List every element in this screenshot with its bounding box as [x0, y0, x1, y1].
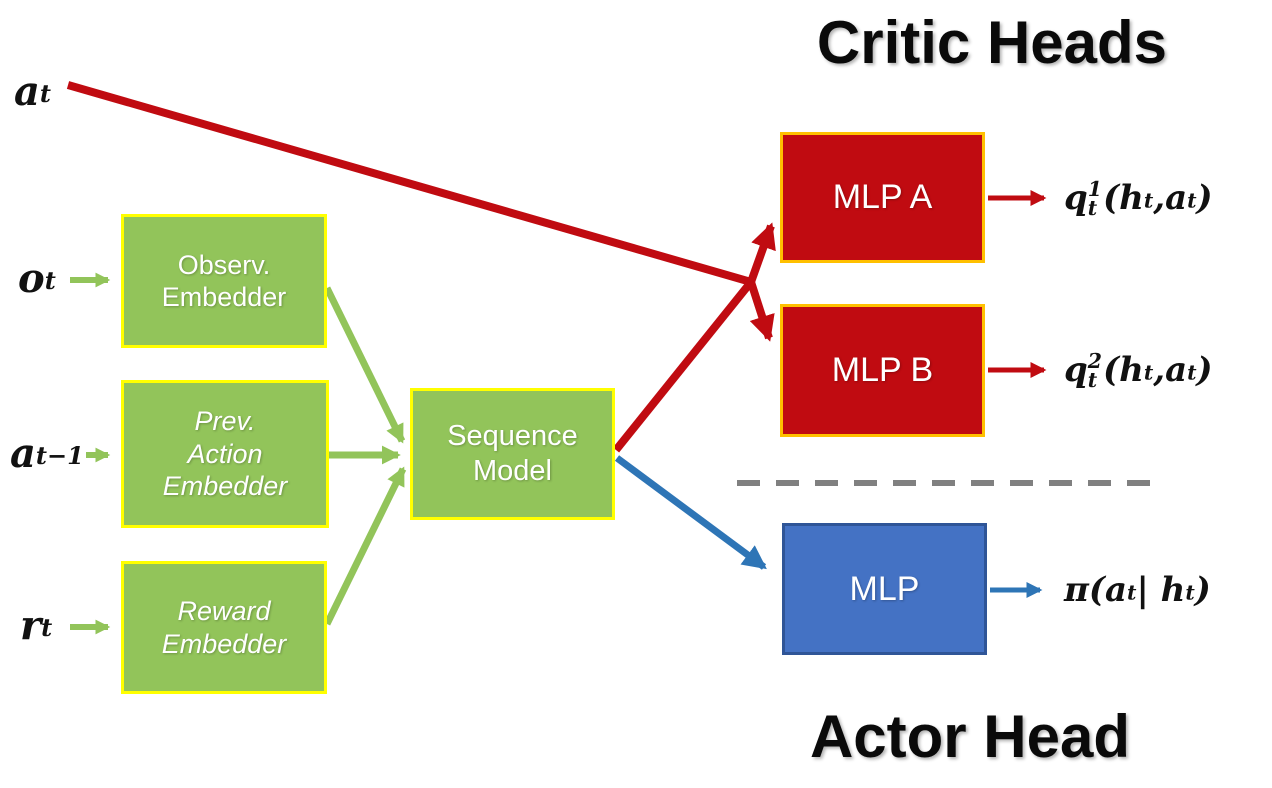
arrow-observ-embedder-to-sequence-model	[323, 286, 406, 444]
prev-action-embedder-label-line2: Action	[187, 438, 263, 469]
actor-mlp-label: MLP	[849, 569, 920, 608]
prev-action-embedder-label-line3: Embedder	[162, 471, 288, 502]
arrow-junction-to-mlp-a	[747, 222, 776, 284]
arrow-junction-to-mlp-b	[747, 280, 775, 342]
reward-embedder-box: Reward Embedder	[121, 561, 327, 694]
prev-action-embedder-label-line1: Prev.	[194, 406, 256, 437]
critic-mlp-a-box: MLP A	[780, 132, 985, 263]
observation-embedder-box: Observ. Embedder	[121, 214, 327, 348]
wire-sequence-model-to-critic-junction	[612, 279, 755, 453]
observation-embedder-label-line2: Embedder	[161, 282, 287, 312]
critic-heads-title: Critic Heads	[816, 9, 1168, 76]
actor-mlp-box: MLP	[782, 523, 987, 655]
sequence-model-label-line1: Sequence	[447, 420, 578, 453]
prev-action-embedder-box: Prev. Action Embedder	[121, 380, 329, 528]
arrow-sequence-model-to-actor-mlp	[614, 455, 767, 570]
critic-mlp-a-label: MLP A	[832, 178, 933, 217]
critic-mlp-b-box: MLP B	[780, 304, 985, 437]
observation-embedder-label-line1: Observ.	[177, 249, 271, 280]
sequence-model-label-line2: Model	[473, 455, 552, 487]
reward-embedder-label-line1: Reward	[177, 596, 271, 627]
reward-embedder-label-line2: Embedder	[161, 628, 287, 659]
arrow-reward-embedder-to-sequence-model	[323, 466, 407, 626]
wire-action-to-critic-junction	[66, 81, 753, 286]
critic-mlp-b-label: MLP B	[831, 351, 934, 390]
sequence-model-box: Sequence Model	[410, 388, 615, 520]
actor-head-title: Actor Head	[809, 703, 1131, 770]
